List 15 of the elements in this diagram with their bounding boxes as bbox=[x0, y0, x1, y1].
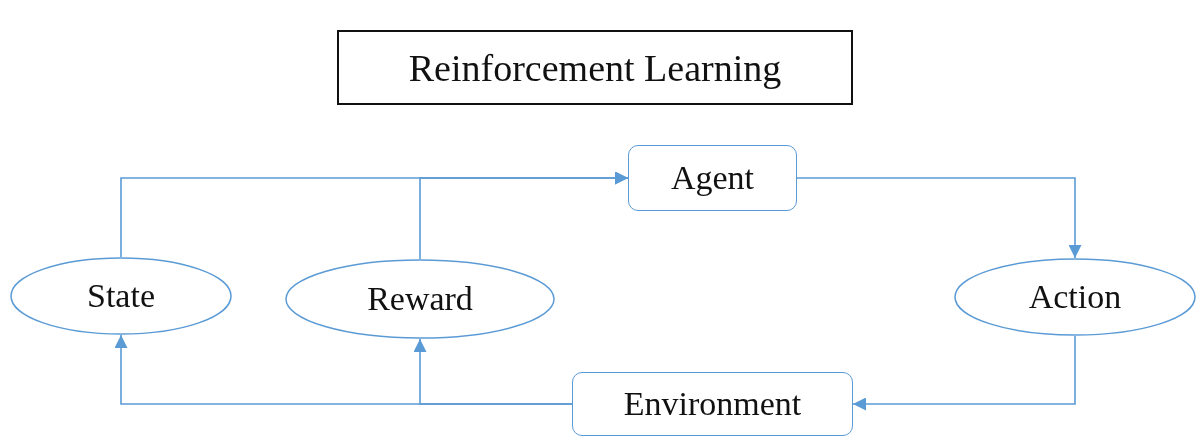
ellipse-node bbox=[954, 258, 1196, 336]
rounded-box bbox=[628, 145, 797, 211]
arrow bbox=[852, 335, 1076, 411]
arrow bbox=[413, 338, 573, 405]
node-label: Environment bbox=[623, 385, 802, 423]
arrow bbox=[796, 177, 1082, 259]
node-label: Action bbox=[1028, 278, 1122, 316]
arrow bbox=[419, 171, 629, 260]
title-box: Reinforcement Learning bbox=[337, 30, 853, 105]
node-label: Reward bbox=[367, 280, 473, 318]
node-label: State bbox=[87, 277, 155, 315]
ellipse-node bbox=[285, 259, 555, 339]
node-label: Agent bbox=[670, 159, 755, 197]
rounded-box bbox=[572, 372, 853, 436]
ellipse-node bbox=[10, 257, 232, 335]
